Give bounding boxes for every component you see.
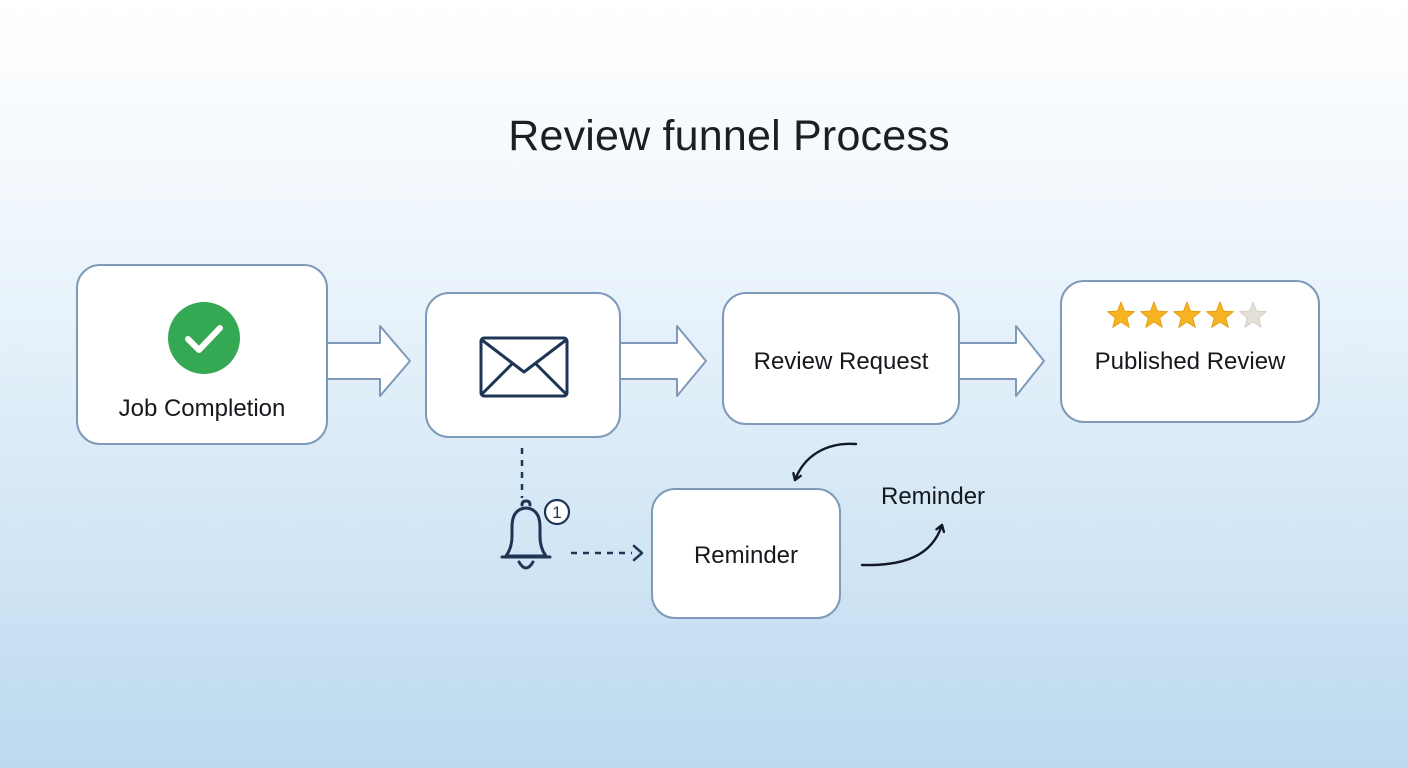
star-icon — [1239, 301, 1267, 328]
curved-arrow-to-reminder-label — [860, 523, 942, 567]
dashed-arrow-head — [632, 544, 644, 562]
flow-arrow-1 — [325, 325, 411, 397]
bell-icon: 1 — [500, 498, 571, 570]
rating-stars — [1106, 300, 1267, 332]
node-job-completion: Job Completion — [76, 264, 328, 445]
node-published-review: Published Review — [1060, 280, 1320, 423]
flow-arrow-3 — [957, 325, 1045, 397]
reminder-loop-label: Reminder — [881, 483, 986, 510]
node-review-request: Review Request — [722, 292, 960, 425]
node-review-request-label: Review Request — [753, 348, 929, 375]
star-icon — [1107, 301, 1135, 328]
check-circle-icon — [168, 302, 240, 374]
star-icon — [1173, 301, 1201, 328]
star-icon — [1140, 301, 1168, 328]
curved-arrow-to-review-request — [795, 442, 858, 482]
envelope-icon — [479, 336, 569, 398]
bell-badge: 1 — [552, 503, 561, 522]
node-reminder-label: Reminder — [693, 542, 799, 569]
flow-arrow-2 — [618, 325, 707, 397]
node-email — [425, 292, 621, 438]
node-reminder: Reminder — [651, 488, 841, 619]
page-title: Review funnel Process — [508, 112, 950, 160]
node-published-review-label: Published Review — [1094, 348, 1286, 375]
star-icon — [1206, 301, 1234, 328]
node-job-completion-label: Job Completion — [118, 395, 286, 422]
